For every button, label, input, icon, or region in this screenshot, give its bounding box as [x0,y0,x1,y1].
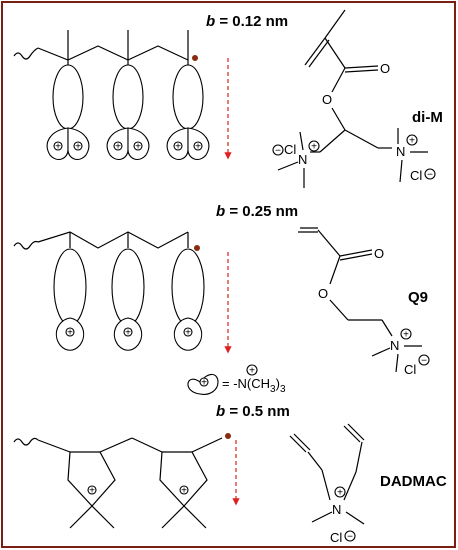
q9-pendant: + [53,232,87,351]
svg-text:+: + [135,142,141,153]
charge-spacing-label: b = 0.12 nm [206,13,288,30]
dim-pendant: + + [166,60,210,161]
svg-text:N: N [390,338,399,353]
dim-pendant: + + [106,60,150,161]
svg-text:+: + [337,488,343,499]
dadmac-structure: N + Cl − [289,423,365,545]
charge-legend: + + = -N(CH3)3 [187,364,286,395]
svg-text:−: − [347,532,353,543]
svg-text:+: + [311,142,317,153]
svg-text:−: − [427,170,433,181]
svg-text:O: O [322,92,332,107]
svg-text:+: + [195,142,201,153]
svg-text:+: + [75,142,81,153]
svg-text:+: + [67,328,73,339]
svg-text:Cl: Cl [404,362,416,377]
q9-pendant: + [171,232,205,351]
svg-text:+: + [185,328,191,339]
monomer-name-dadmac: DADMAC [380,473,447,490]
q9-pendant: + [111,232,145,351]
chain-end-dot [194,245,200,251]
q9-polymer: + + + [13,231,205,351]
monomer-name-q9: Q9 [408,289,428,306]
dim-pendant: + + [46,60,90,161]
svg-text:+: + [249,366,255,377]
svg-text:Cl: Cl [284,142,296,157]
svg-text:+: + [125,328,131,339]
charge-spacing-label: b = 0.25 nm [216,203,298,220]
svg-text:+: + [55,142,61,153]
svg-text:+: + [403,330,409,341]
dadmac-polymer: + + [13,433,231,529]
svg-text:O: O [374,246,384,261]
svg-text:−: − [275,146,281,157]
svg-text:Cl: Cl [330,530,342,545]
svg-text:N: N [298,152,307,167]
svg-text:+: + [201,378,207,389]
svg-text:+: + [175,142,181,153]
svg-text:= -N(CH3)3: = -N(CH3)3 [222,376,286,395]
svg-text:−: − [421,356,427,367]
q9-structure: O O N + Cl − [298,227,430,377]
svg-text:O: O [318,286,328,301]
dim-polymer: + + + + + + [13,30,210,161]
svg-text:+: + [181,486,187,497]
svg-text:N: N [332,502,341,517]
svg-text:O: O [380,61,390,76]
dim-structure: O O N + − Cl N + Cl − [272,9,436,188]
svg-text:+: + [409,136,415,147]
svg-text:N: N [396,144,405,159]
monomer-name-dim: di-M [412,109,443,126]
chain-end-dot [225,433,231,439]
svg-text:+: + [115,142,121,153]
svg-text:+: + [89,486,95,497]
svg-text:Cl: Cl [410,168,422,183]
chain-end-dot [192,55,198,61]
charge-spacing-label: b = 0.5 nm [216,403,290,420]
